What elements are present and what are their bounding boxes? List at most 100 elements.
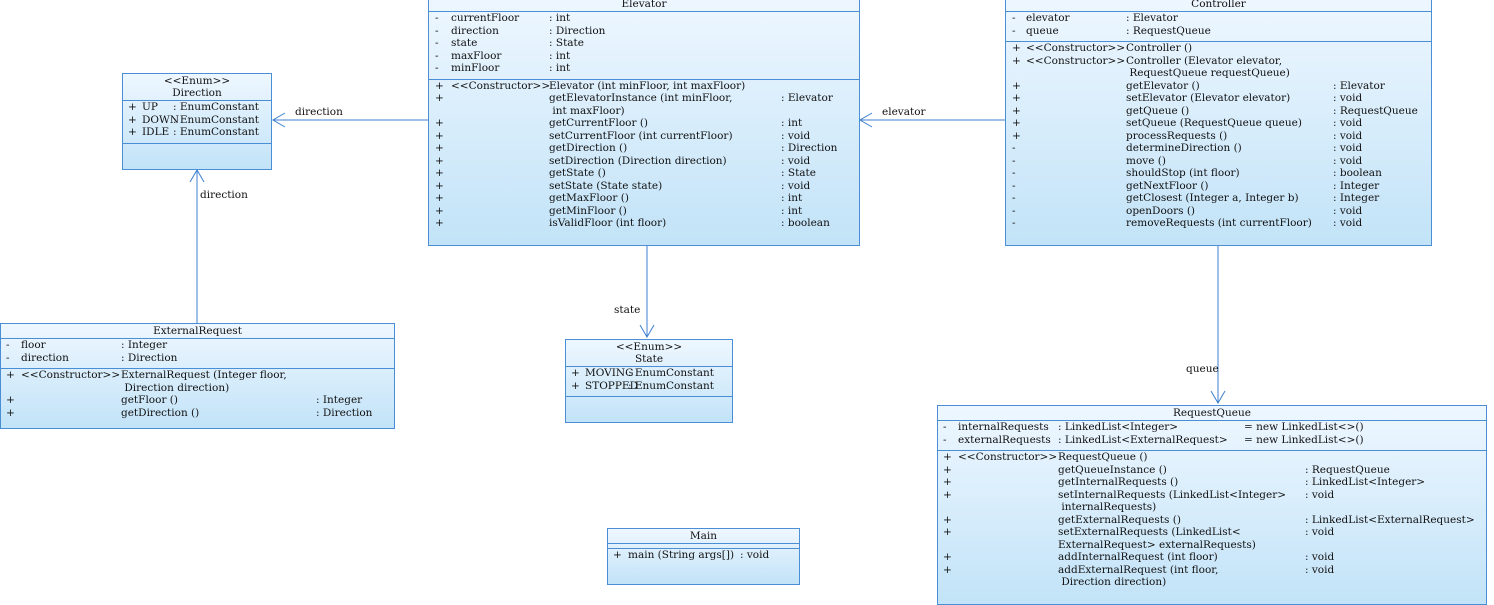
operation-return-type: : void <box>1333 142 1363 154</box>
operation-signature: setCurrentFloor (int currentFloor) <box>549 129 733 142</box>
operation-signature: setState (State state) <box>549 179 663 192</box>
visibility-marker: + <box>435 79 444 92</box>
compartment-padding <box>429 230 859 234</box>
visibility-marker: + <box>6 406 15 419</box>
operation-row: +setInternalRequests (LinkedList<Integer… <box>938 489 1486 502</box>
attribute-name: currentFloor <box>451 12 520 24</box>
operation-signature: int maxFloor) <box>549 104 625 117</box>
operation-signature: ExternalRequest> externalRequests) <box>1058 538 1256 551</box>
operation-row: Direction direction) <box>938 576 1486 589</box>
operation-stereotype: <<Constructor>> <box>958 451 1058 463</box>
attribute-compartment: -floor: Integer-direction: Direction <box>1 338 394 368</box>
attribute-row: -maxFloor: int <box>429 50 859 63</box>
operation-row: -move (): void <box>1006 155 1431 168</box>
visibility-marker: - <box>943 421 947 433</box>
operation-return-type: : void <box>1333 204 1363 217</box>
attribute-row: +STOPPED: EnumConstant <box>566 380 732 393</box>
visibility-marker: - <box>435 12 439 24</box>
operation-signature: getState () <box>549 167 606 179</box>
visibility-marker: - <box>6 351 10 364</box>
attribute-row: -externalRequests: LinkedList<ExternalRe… <box>938 434 1486 447</box>
attribute-row: -internalRequests: LinkedList<Integer>= … <box>938 421 1486 434</box>
operation-return-type: : void <box>781 179 811 192</box>
operation-signature: isValidFloor (int floor) <box>549 217 667 229</box>
attribute-name: IDLE <box>142 126 170 138</box>
visibility-marker: + <box>943 551 952 563</box>
attribute-type: : int <box>549 62 571 74</box>
class-header: ExternalRequest <box>1 324 394 338</box>
visibility-marker: + <box>613 549 622 561</box>
operation-row: +getDirection (): Direction <box>1 407 394 420</box>
operation-signature: addExternalRequest (int floor, <box>1058 563 1219 576</box>
operation-return-type: : int <box>781 192 803 204</box>
attribute-row: -floor: Integer <box>1 339 394 352</box>
enum-state[interactable]: <<Enum>>State+MOVING: EnumConstant+STOPP… <box>565 339 733 423</box>
attribute-type: : EnumConstant <box>173 126 259 138</box>
operation-row: +<<Constructor>>ExternalRequest (Integer… <box>1 369 394 382</box>
class-controller[interactable]: Controller-elevator: Elevator-queue: Req… <box>1005 0 1432 246</box>
operation-return-type: : Direction <box>781 142 838 154</box>
operation-row: -shouldStop (int floor): boolean <box>1006 167 1431 180</box>
attribute-row: -direction: Direction <box>1 352 394 365</box>
attribute-row: +MOVING: EnumConstant <box>566 367 732 380</box>
operation-row: +setElevator (Elevator elevator): void <box>1006 92 1431 105</box>
operation-return-type: : LinkedList<ExternalRequest> <box>1305 513 1475 526</box>
operation-row: +isValidFloor (int floor): boolean <box>429 217 859 230</box>
operation-return-type: : Direction <box>316 406 373 419</box>
visibility-marker: - <box>1012 192 1016 204</box>
class-main[interactable]: Main+main (String args[]): void <box>607 528 800 585</box>
class-name: Controller <box>1191 0 1246 10</box>
operation-return-type: : LinkedList<Integer> <box>1305 476 1426 488</box>
operation-row: internalRequests) <box>938 501 1486 514</box>
attribute-row: -state: State <box>429 37 859 50</box>
visibility-marker: - <box>1012 204 1016 217</box>
operation-return-type: : void <box>1305 526 1335 538</box>
operation-stereotype: <<Constructor>> <box>21 369 121 381</box>
operation-compartment: +<<Constructor>>ExternalRequest (Integer… <box>1 368 394 423</box>
operation-signature: setElevator (Elevator elevator) <box>1126 92 1291 104</box>
visibility-marker: + <box>435 142 444 154</box>
association-label-external-direction: direction <box>200 189 248 201</box>
attribute-name: UP <box>142 101 158 113</box>
operation-return-type: : State <box>781 167 816 179</box>
attribute-type: : int <box>549 12 571 24</box>
compartment-padding <box>938 589 1486 593</box>
operation-signature: Direction direction) <box>121 381 230 394</box>
operation-return-type: : void <box>781 154 811 167</box>
association-label-elevator: elevator <box>882 106 926 118</box>
visibility-marker: + <box>435 204 444 217</box>
operation-return-type: : Elevator <box>781 92 833 104</box>
operation-return-type: : void <box>1305 551 1335 563</box>
enum-direction[interactable]: <<Enum>>Direction+UP: EnumConstant+DOWN:… <box>122 73 272 170</box>
operation-compartment: +main (String args[]): void <box>608 548 799 566</box>
attribute-compartment: -currentFloor: int-direction: Direction-… <box>429 11 859 79</box>
operation-signature: getQueue () <box>1126 104 1190 117</box>
operation-row: +getState (): State <box>429 167 859 180</box>
operation-signature: Elevator (int minFloor, int maxFloor) <box>549 79 746 92</box>
operation-row: +<<Constructor>>Controller (Elevator ele… <box>1006 55 1431 68</box>
operation-signature: Controller (Elevator elevator, <box>1126 54 1283 67</box>
class-external-request[interactable]: ExternalRequest-floor: Integer-direction… <box>0 323 395 429</box>
operation-stereotype: <<Constructor>> <box>451 79 551 92</box>
attribute-compartment: +UP: EnumConstant+DOWN: EnumConstant+IDL… <box>123 100 271 143</box>
visibility-marker: - <box>435 37 439 49</box>
operation-row: +<<Constructor>>Controller () <box>1006 42 1431 55</box>
operation-row: +addInternalRequest (int floor): void <box>938 551 1486 564</box>
visibility-marker: - <box>435 24 439 37</box>
operation-row: +getCurrentFloor (): int <box>429 117 859 130</box>
attribute-type: : RequestQueue <box>1126 24 1211 37</box>
operation-signature: getNextFloor () <box>1126 179 1209 192</box>
attribute-name: minFloor <box>451 62 500 74</box>
class-request-queue[interactable]: RequestQueue-internalRequests: LinkedLis… <box>937 405 1487 605</box>
class-elevator[interactable]: Elevator-currentFloor: int-direction: Di… <box>428 0 860 246</box>
operation-return-type: : RequestQueue <box>1305 463 1390 476</box>
attribute-type: : Elevator <box>1126 12 1178 24</box>
visibility-marker: - <box>1012 142 1016 154</box>
operation-stereotype: <<Constructor>> <box>1026 54 1126 67</box>
attribute-name: MOVING <box>585 367 634 379</box>
operation-return-type: : void <box>1333 92 1363 104</box>
visibility-marker: + <box>1012 79 1021 92</box>
operation-row: +processRequests (): void <box>1006 130 1431 143</box>
attribute-row: -elevator: Elevator <box>1006 12 1431 25</box>
